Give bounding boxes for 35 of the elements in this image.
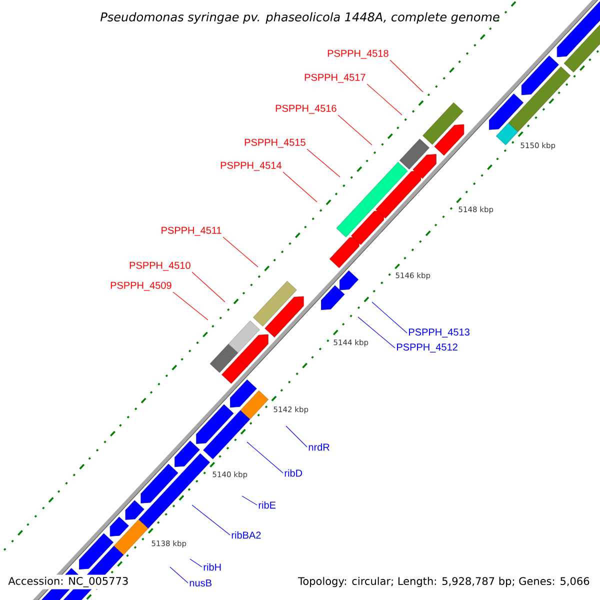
leader-line <box>246 442 284 474</box>
leader-line <box>366 84 402 116</box>
leader-line <box>172 292 208 320</box>
leader-line <box>192 272 226 302</box>
leader-line <box>338 114 372 146</box>
leader-line <box>286 426 308 448</box>
leader-line <box>190 558 202 568</box>
gene-label: PSPPH_4516 <box>276 104 336 114</box>
leader-line <box>282 172 318 202</box>
gene-label: PSPPH_4511 <box>162 226 222 236</box>
leader-line <box>358 316 396 348</box>
gene-label: nusB <box>190 580 212 586</box>
leader-line <box>242 496 258 506</box>
leader-line <box>372 302 408 334</box>
gene-label: PSPPH_4510 <box>130 262 190 271</box>
gene-label: ribBA2 <box>232 531 261 539</box>
gene-label: PSPPH_4512 <box>397 344 458 352</box>
gene-label: PSPPH_4517 <box>304 74 366 83</box>
leader-line <box>170 566 188 584</box>
leader-line <box>306 148 340 178</box>
gene-label: PSPPH_4514 <box>220 162 282 171</box>
title: Pseudomonas syringae pv. phaseolicola 1448A, complete genome <box>100 12 500 24</box>
gene-label: ribE <box>258 501 276 509</box>
leader-line <box>390 60 424 92</box>
gene-label: ribH <box>204 563 221 571</box>
leader-line <box>222 236 258 268</box>
gene-label: PSPPH_4513 <box>409 328 470 338</box>
gene-label: PSPPH_4515 <box>244 138 306 148</box>
gene-label: PSPPH_4518 <box>328 50 388 59</box>
gene-label: ribD <box>284 469 302 477</box>
info-text: Accession: NC_005773 <box>6 574 131 590</box>
leader-line <box>192 504 230 536</box>
gene-label: nrdR <box>308 443 330 451</box>
info-text: Topology: circular; Length: 5,928,787 bp; Genes: 5,066 <box>298 576 590 588</box>
gene-label: PSPPH_4509 <box>110 282 172 291</box>
